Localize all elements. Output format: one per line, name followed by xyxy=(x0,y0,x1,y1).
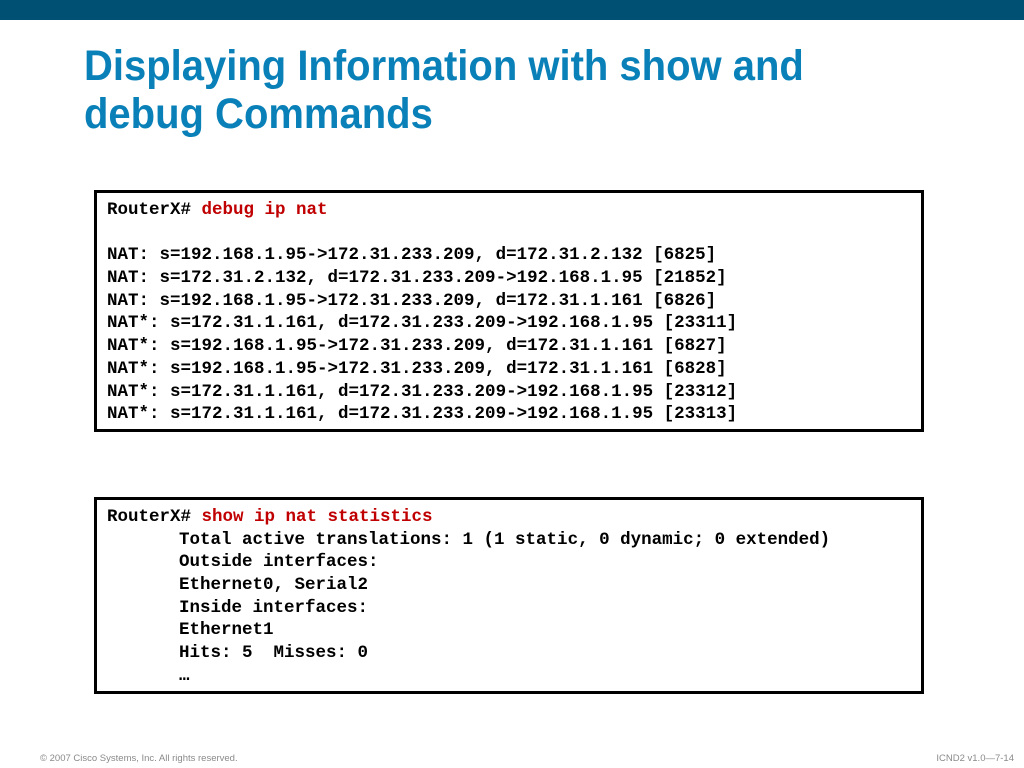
debug-output-line: NAT*: s=172.31.1.161, d=172.31.233.209->… xyxy=(107,313,738,334)
slide-title-line-2: debug Commands xyxy=(84,90,433,138)
debug-command-line: RouterX# debug ip nat xyxy=(107,199,921,222)
cli-prompt: RouterX# xyxy=(107,507,202,527)
debug-output-line: NAT: s=172.31.2.132, d=172.31.233.209->1… xyxy=(107,268,727,289)
show-ip-nat-statistics-box: RouterX# show ip nat statistics Total ac… xyxy=(94,497,924,694)
footer-course-code: ICND2 v1.0—7-14 xyxy=(936,753,1014,764)
debug-output-line: NAT: s=192.168.1.95->172.31.233.209, d=1… xyxy=(107,245,717,266)
debug-output-line: NAT*: s=192.168.1.95->172.31.233.209, d=… xyxy=(107,358,727,379)
stats-output-line: Outside interfaces: xyxy=(179,552,379,573)
debug-output-line: NAT*: s=192.168.1.95->172.31.233.209, d=… xyxy=(107,336,727,357)
debug-output-line: NAT: s=192.168.1.95->172.31.233.209, d=1… xyxy=(107,290,717,311)
stats-output-line: Inside interfaces: xyxy=(179,597,369,618)
stats-output-line: Total active translations: 1 (1 static, … xyxy=(179,529,831,550)
stats-output-line: Ethernet0, Serial2 xyxy=(179,575,369,596)
blank-line xyxy=(107,222,921,245)
debug-ip-nat-output-box: RouterX# debug ip nat NAT: s=192.168.1.9… xyxy=(94,190,924,432)
debug-output-line: NAT*: s=172.31.1.161, d=172.31.233.209->… xyxy=(107,404,738,425)
stats-ellipsis-line: … xyxy=(179,665,190,686)
debug-output-line: NAT*: s=172.31.1.161, d=172.31.233.209->… xyxy=(107,381,738,402)
stats-output-line: Ethernet1 xyxy=(179,620,274,641)
show-command-line: RouterX# show ip nat statistics xyxy=(107,506,921,529)
cli-command: debug ip nat xyxy=(201,200,328,220)
cli-prompt: RouterX# xyxy=(107,200,202,220)
slide-title: Displaying Information with show and deb… xyxy=(84,42,921,138)
slide-title-line-1: Displaying Information with show and xyxy=(84,42,804,90)
top-banner xyxy=(0,0,1024,20)
cli-command: show ip nat statistics xyxy=(201,507,433,527)
footer-copyright: © 2007 Cisco Systems, Inc. All rights re… xyxy=(40,753,238,764)
stats-output-line: Hits: 5 Misses: 0 xyxy=(179,643,369,664)
